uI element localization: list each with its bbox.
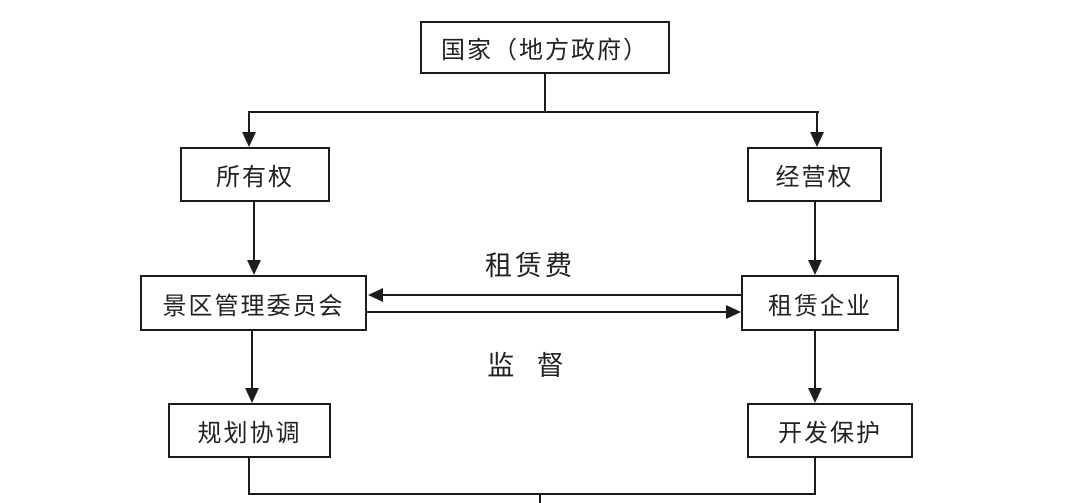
node-management-committee-label: 景区管理委员会 — [162, 293, 345, 320]
connector-branch-line — [249, 111, 819, 113]
connector-operation-enterprise — [814, 202, 816, 260]
connector-supervision — [367, 311, 726, 313]
node-government: 国家（地方政府） — [420, 21, 670, 74]
node-operation-right-label: 经营权 — [775, 165, 854, 191]
connector-development-down — [814, 458, 816, 495]
edge-label-lease-fee: 租赁费 — [485, 251, 575, 281]
arrowhead-to-ownership-icon — [242, 132, 256, 147]
node-development-protection-label: 开发保护 — [778, 421, 882, 447]
node-development-protection: 开发保护 — [747, 403, 913, 458]
arrowhead-operation-enterprise-icon — [808, 260, 822, 275]
connector-lease-fee — [382, 294, 741, 296]
node-ownership: 所有权 — [180, 147, 330, 202]
arrowhead-committee-planning-icon — [245, 388, 259, 403]
arrowhead-to-operation-right-icon — [810, 132, 824, 147]
connector-bottom-stub — [539, 495, 541, 503]
edge-label-supervision: 监 督 — [487, 351, 567, 381]
connector-government-stem — [544, 74, 546, 112]
node-operation-right: 经营权 — [747, 147, 882, 202]
connector-committee-planning — [251, 331, 253, 388]
connector-enterprise-development — [814, 331, 816, 388]
connector-to-operation-right — [816, 111, 818, 133]
arrowhead-enterprise-development-icon — [808, 388, 822, 403]
connector-ownership-committee — [253, 202, 255, 260]
node-government-label: 国家（地方政府） — [441, 38, 649, 64]
node-ownership-label: 所有权 — [216, 165, 294, 191]
connector-planning-down — [248, 458, 250, 495]
arrowhead-ownership-committee-icon — [247, 260, 261, 275]
node-leasing-enterprise-label: 租赁企业 — [768, 293, 872, 320]
connector-to-ownership — [248, 111, 250, 133]
arrowhead-supervision-icon — [726, 305, 741, 319]
arrowhead-lease-fee-icon — [368, 288, 383, 302]
node-leasing-enterprise: 租赁企业 — [741, 275, 899, 331]
connector-bottom-merge — [248, 493, 816, 495]
node-planning-coordination: 规划协调 — [168, 403, 331, 458]
node-planning-coordination-label: 规划协调 — [197, 421, 302, 447]
node-management-committee: 景区管理委员会 — [140, 275, 367, 331]
